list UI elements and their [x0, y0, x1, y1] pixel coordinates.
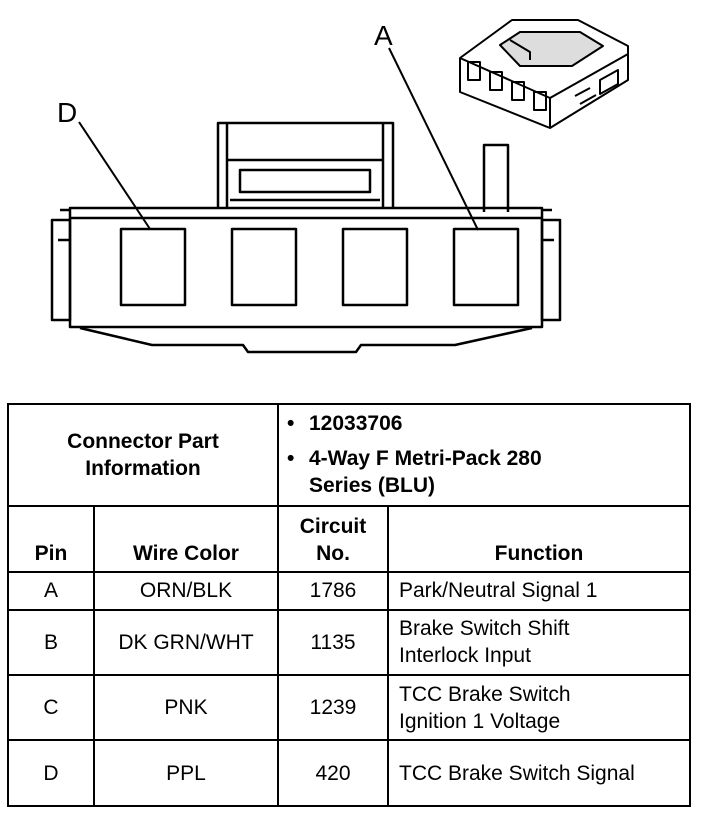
cavity-d — [119, 227, 187, 307]
circuit-cell: 1135 — [277, 608, 389, 676]
circuit-cell: 420 — [277, 739, 389, 807]
wire-color-cell: PPL — [93, 739, 279, 807]
leader-line-d — [78, 121, 151, 230]
header-pin: Pin — [7, 504, 95, 574]
pin-cell: D — [7, 739, 95, 807]
connector-type: 4-Way F Metri-Pack 280 Series (BLU) — [309, 447, 542, 498]
column-header-row: Pin Wire Color Circuit No. Function — [7, 504, 691, 574]
table-row: D PPL 420 TCC Brake Switch Signal — [7, 739, 691, 807]
connector-pinout-table: Connector Part Information • 12033706 • 4-… — [7, 403, 691, 807]
header-circuit-text: Circuit No. — [299, 515, 367, 566]
cavity-a — [452, 227, 520, 307]
polarizing-post — [482, 143, 510, 212]
header-circuit: Circuit No. — [277, 504, 389, 574]
function-cell: TCC Brake Switch Signal — [387, 739, 691, 807]
connector-thumbnail — [459, 19, 629, 129]
circuit-cell: 1786 — [277, 571, 389, 611]
connector-info-label-text: Connector Part Information — [67, 429, 219, 480]
connector-type-item: • 4-Way F Metri-Pack 280 Series (BLU) — [287, 445, 559, 499]
connector-diagram: A D — [50, 19, 629, 354]
pin-cell: A — [7, 571, 95, 611]
connector-info-items: • 12033706 • 4-Way F Metri-Pack 280 Series… — [277, 403, 691, 507]
bullet-icon: • — [287, 412, 295, 436]
function-cell: TCC Brake Switch Ignition 1 Voltage — [387, 673, 691, 742]
part-number-item: • 12033706 — [287, 410, 689, 437]
circuit-cell: 1239 — [277, 673, 389, 742]
header-wire-color: Wire Color — [93, 504, 279, 574]
header-function: Function — [387, 504, 691, 574]
function-text: TCC Brake Switch Ignition 1 Voltage — [399, 682, 571, 733]
function-text: TCC Brake Switch Signal — [399, 761, 635, 785]
function-cell: Park/Neutral Signal 1 — [387, 571, 691, 611]
function-text: Brake Switch Shift Interlock Input — [399, 617, 570, 668]
table-row: B DK GRN/WHT 1135 Brake Switch Shift Int… — [7, 608, 691, 676]
cavity-c — [230, 227, 298, 307]
callout-d: D — [57, 97, 77, 128]
wire-color-cell: DK GRN/WHT — [93, 608, 279, 676]
connector-info-row: Connector Part Information • 12033706 • 4-… — [7, 403, 691, 507]
table-row: A ORN/BLK 1786 Park/Neutral Signal 1 — [7, 571, 691, 611]
cavity-b — [341, 227, 409, 307]
part-number: 12033706 — [309, 412, 403, 436]
connector-latch — [216, 121, 395, 208]
table-row: C PNK 1239 TCC Brake Switch Ignition 1 V… — [7, 673, 691, 742]
wire-color-cell: PNK — [93, 673, 279, 742]
wire-color-cell: ORN/BLK — [93, 571, 279, 611]
pin-cell: B — [7, 608, 95, 676]
leader-line-a — [388, 47, 479, 231]
callout-a: A — [374, 20, 393, 51]
pin-cell: C — [7, 673, 95, 742]
function-cell: Brake Switch Shift Interlock Input — [387, 608, 691, 676]
connector-info-label: Connector Part Information — [7, 403, 279, 507]
bullet-icon: • — [287, 447, 295, 471]
connector-body — [50, 206, 562, 354]
